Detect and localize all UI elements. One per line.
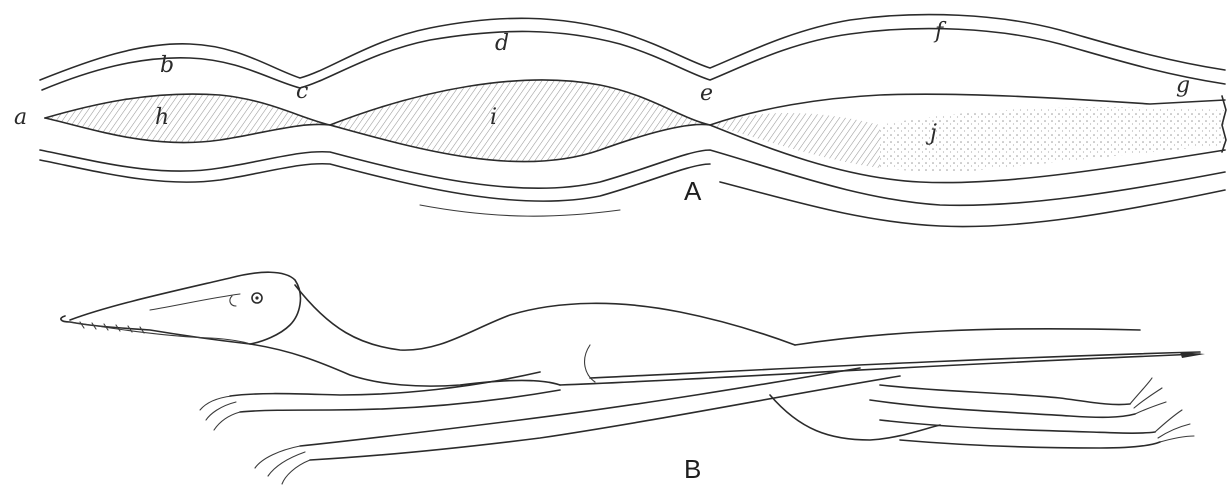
pterosaur-wing-bone — [590, 352, 1200, 378]
pterosaur-claws-lower — [255, 446, 310, 484]
pterosaur-wing-upper — [795, 329, 1140, 345]
pterosaur-foot-upper — [1130, 378, 1166, 414]
label-a: a — [14, 105, 27, 130]
pterosaur-arm-upper — [230, 372, 540, 396]
pterosaur-neck-back — [295, 285, 795, 350]
pterosaur-shoulder — [585, 345, 595, 382]
wave-line-bottom-outer — [420, 205, 620, 216]
pterosaur-forewing-lower-2 — [310, 376, 900, 460]
pterosaur-belly — [770, 395, 940, 440]
figure-a-caption: A — [684, 176, 702, 206]
label-g: g — [1176, 73, 1190, 98]
label-d: d — [495, 31, 509, 56]
label-c: c — [296, 79, 308, 104]
pterosaur-eye-pupil — [255, 296, 258, 299]
pterosaur-beak-ridge — [150, 294, 240, 310]
pterosaur-leg-lower — [880, 420, 1155, 433]
label-b: b — [160, 53, 174, 78]
label-h: h — [155, 105, 169, 130]
wave-line-top-second — [42, 29, 1225, 90]
label-f: f — [933, 19, 947, 44]
label-e: e — [700, 81, 713, 106]
wave-diagram: a b c d e f g h i j A — [14, 15, 1226, 227]
pterosaur-forewing-lower — [300, 368, 860, 446]
pterosaur-nostril — [230, 296, 236, 306]
pterosaur-drawing: B — [61, 272, 1205, 484]
pterosaur-leg-lower-2 — [900, 440, 1160, 448]
wave-line-bottom-third — [40, 160, 710, 201]
pterosaur-wing-lower-edge — [560, 354, 1200, 385]
wave-shading-hatched — [45, 80, 880, 168]
pterosaur-foot-lower — [1155, 410, 1194, 442]
figure-b-caption: B — [684, 454, 701, 484]
wave-line-bottom-third-right — [720, 182, 1225, 227]
pterosaur-leg-upper — [880, 385, 1130, 405]
pterosaur-claws-upper — [200, 396, 240, 430]
pterosaur-head — [61, 272, 301, 344]
label-i: i — [490, 105, 497, 130]
